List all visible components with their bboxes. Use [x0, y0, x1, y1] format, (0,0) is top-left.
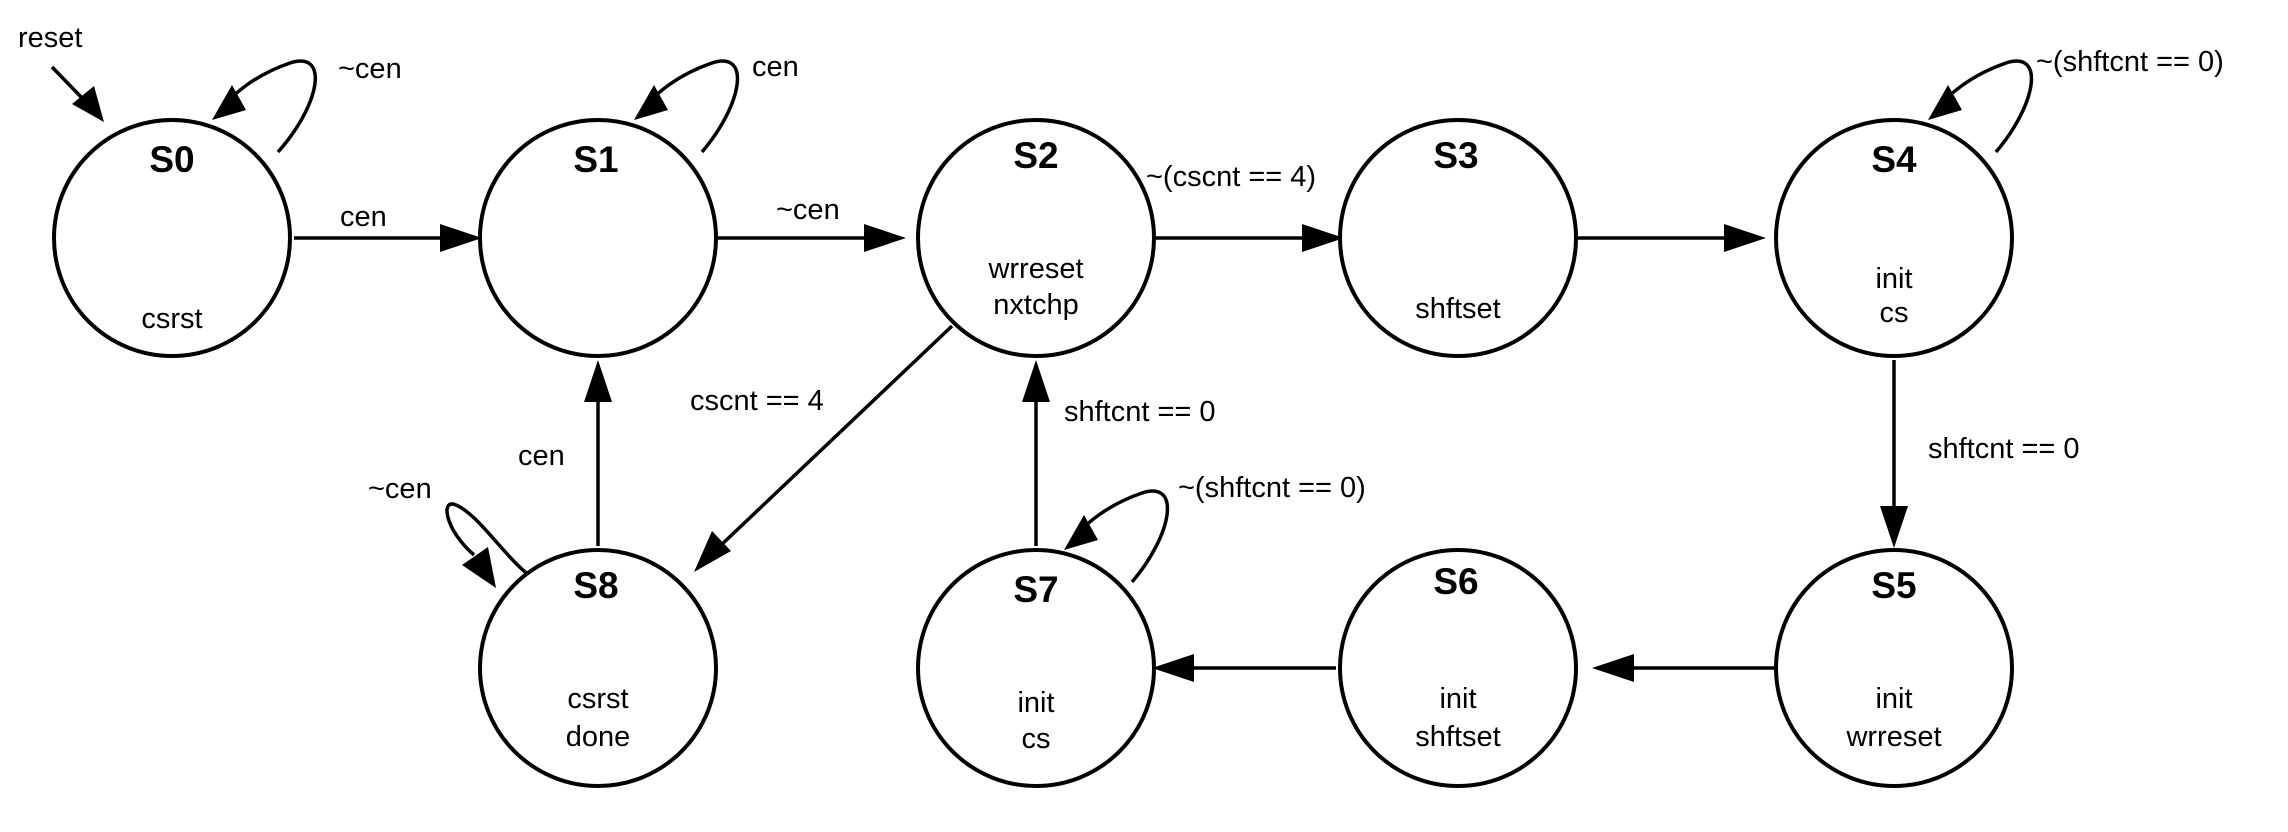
state-s4-name: S4 — [1871, 139, 1917, 180]
s4-self-loop-head — [1928, 85, 1962, 120]
s0-s1-head — [440, 224, 482, 252]
state-s5-output-1: init — [1875, 683, 1912, 715]
state-s1-name: S1 — [573, 139, 618, 180]
state-s8-name: S8 — [573, 565, 618, 606]
state-s5-output-2: wrreset — [1845, 721, 1941, 753]
s0-s1-label: cen — [340, 201, 387, 233]
state-s2: S2 wrreset nxtchp — [916, 118, 1156, 358]
s1-self-label: cen — [752, 51, 799, 83]
state-s4: S4 init cs — [1774, 118, 2014, 358]
transition-s4-self: ~(shftcnt == 0) — [1928, 46, 2224, 154]
state-s1: S1 — [478, 118, 718, 358]
transition-s5-s6 — [1592, 654, 1776, 682]
transition-s8-self: ~cen — [368, 473, 537, 588]
state-s2-circle — [916, 118, 1156, 358]
s8-s1-head — [584, 360, 612, 402]
state-s6-output-2: shftset — [1415, 721, 1500, 753]
transition-s7-s2: shftcnt == 0 — [1022, 360, 1216, 546]
state-s3-circle — [1338, 118, 1578, 358]
transition-s4-s5: shftcnt == 0 — [1880, 360, 2080, 548]
state-s8-output-2: done — [566, 721, 631, 753]
reset-transition: reset — [18, 22, 104, 122]
transition-s8-s1: cen — [518, 360, 612, 546]
s2-s3-label: ~(cscnt == 4) — [1146, 161, 1316, 193]
s8-self-loop-head — [462, 547, 496, 588]
s4-self-loop — [1940, 59, 2034, 154]
state-s5-circle — [1774, 548, 2014, 788]
s3-s4-head — [1724, 224, 1766, 252]
state-s6-name: S6 — [1433, 561, 1478, 602]
transition-s0-s1: cen — [294, 201, 482, 252]
state-s3: S3 shftset — [1338, 118, 1578, 358]
transition-s2-s3: ~(cscnt == 4) — [1146, 161, 1344, 252]
transition-s1-self: cen — [634, 51, 799, 154]
state-s2-name: S2 — [1013, 135, 1058, 176]
s5-s6-head — [1592, 654, 1634, 682]
state-s7: S7 init cs — [916, 548, 1156, 788]
s0-self-label: ~cen — [338, 53, 402, 85]
state-s8-circle — [478, 548, 718, 788]
state-s7-name: S7 — [1013, 569, 1058, 610]
state-s0-circle — [52, 118, 292, 358]
s7-self-loop — [1076, 489, 1170, 584]
s7-s2-label: shftcnt == 0 — [1064, 396, 1216, 428]
state-s2-output-2: nxtchp — [993, 289, 1078, 321]
s8-self-label: ~cen — [368, 473, 432, 505]
state-s3-name: S3 — [1433, 135, 1478, 176]
state-s4-output-1: init — [1875, 263, 1912, 295]
s1-self-loop-head — [634, 85, 668, 120]
reset-arrow-head — [72, 86, 104, 122]
s2-s3-head — [1302, 224, 1344, 252]
s7-self-label: ~(shftcnt == 0) — [1178, 472, 1366, 504]
s4-s5-label: shftcnt == 0 — [1928, 433, 2080, 465]
state-s0: S0 csrst — [52, 118, 292, 358]
state-s7-output-2: cs — [1022, 723, 1051, 755]
state-s7-circle — [916, 548, 1156, 788]
state-s0-name: S0 — [149, 139, 194, 180]
state-s5-name: S5 — [1871, 565, 1916, 606]
s1-s2-head — [864, 224, 906, 252]
state-s4-output-2: cs — [1880, 297, 1909, 329]
s4-self-label: ~(shftcnt == 0) — [2036, 46, 2224, 78]
s8-s1-label: cen — [518, 440, 565, 472]
state-s3-output-1: shftset — [1415, 293, 1500, 325]
state-s8: S8 csrst done — [478, 548, 718, 788]
state-s5: S5 init wrreset — [1774, 548, 2014, 788]
s4-s5-head — [1880, 506, 1908, 548]
s2-s8-head — [694, 531, 731, 572]
reset-label: reset — [18, 22, 82, 54]
state-s4-circle — [1774, 118, 2014, 358]
s7-s2-head — [1022, 360, 1050, 402]
transition-s3-s4 — [1576, 224, 1766, 252]
state-s0-output-1: csrst — [141, 303, 202, 335]
s2-s8-line — [716, 324, 954, 550]
s6-s7-head — [1152, 654, 1194, 682]
s0-self-loop — [224, 59, 317, 154]
state-s6-output-1: init — [1439, 683, 1476, 715]
s8-self-loop — [445, 502, 537, 582]
state-s6-circle — [1338, 548, 1578, 788]
state-s7-output-1: init — [1017, 687, 1054, 719]
transition-s7-self: ~(shftcnt == 0) — [1064, 472, 1366, 584]
state-s1-circle — [478, 118, 718, 358]
transition-s1-s2: ~cen — [718, 194, 906, 252]
transition-s0-self: ~cen — [212, 53, 402, 154]
state-s6: S6 init shftset — [1338, 548, 1578, 788]
transition-s2-s8: cscnt == 4 — [690, 324, 954, 572]
s0-self-loop-head — [212, 85, 246, 120]
transition-s6-s7 — [1152, 654, 1336, 682]
state-s2-output-1: wrreset — [987, 253, 1083, 285]
s1-self-loop — [646, 59, 740, 154]
s2-s8-label: cscnt == 4 — [690, 385, 824, 417]
reset-arrow-line — [50, 65, 86, 102]
s7-self-loop-head — [1064, 515, 1098, 550]
state-s8-output-1: csrst — [567, 683, 628, 715]
s1-s2-label: ~cen — [776, 194, 840, 226]
